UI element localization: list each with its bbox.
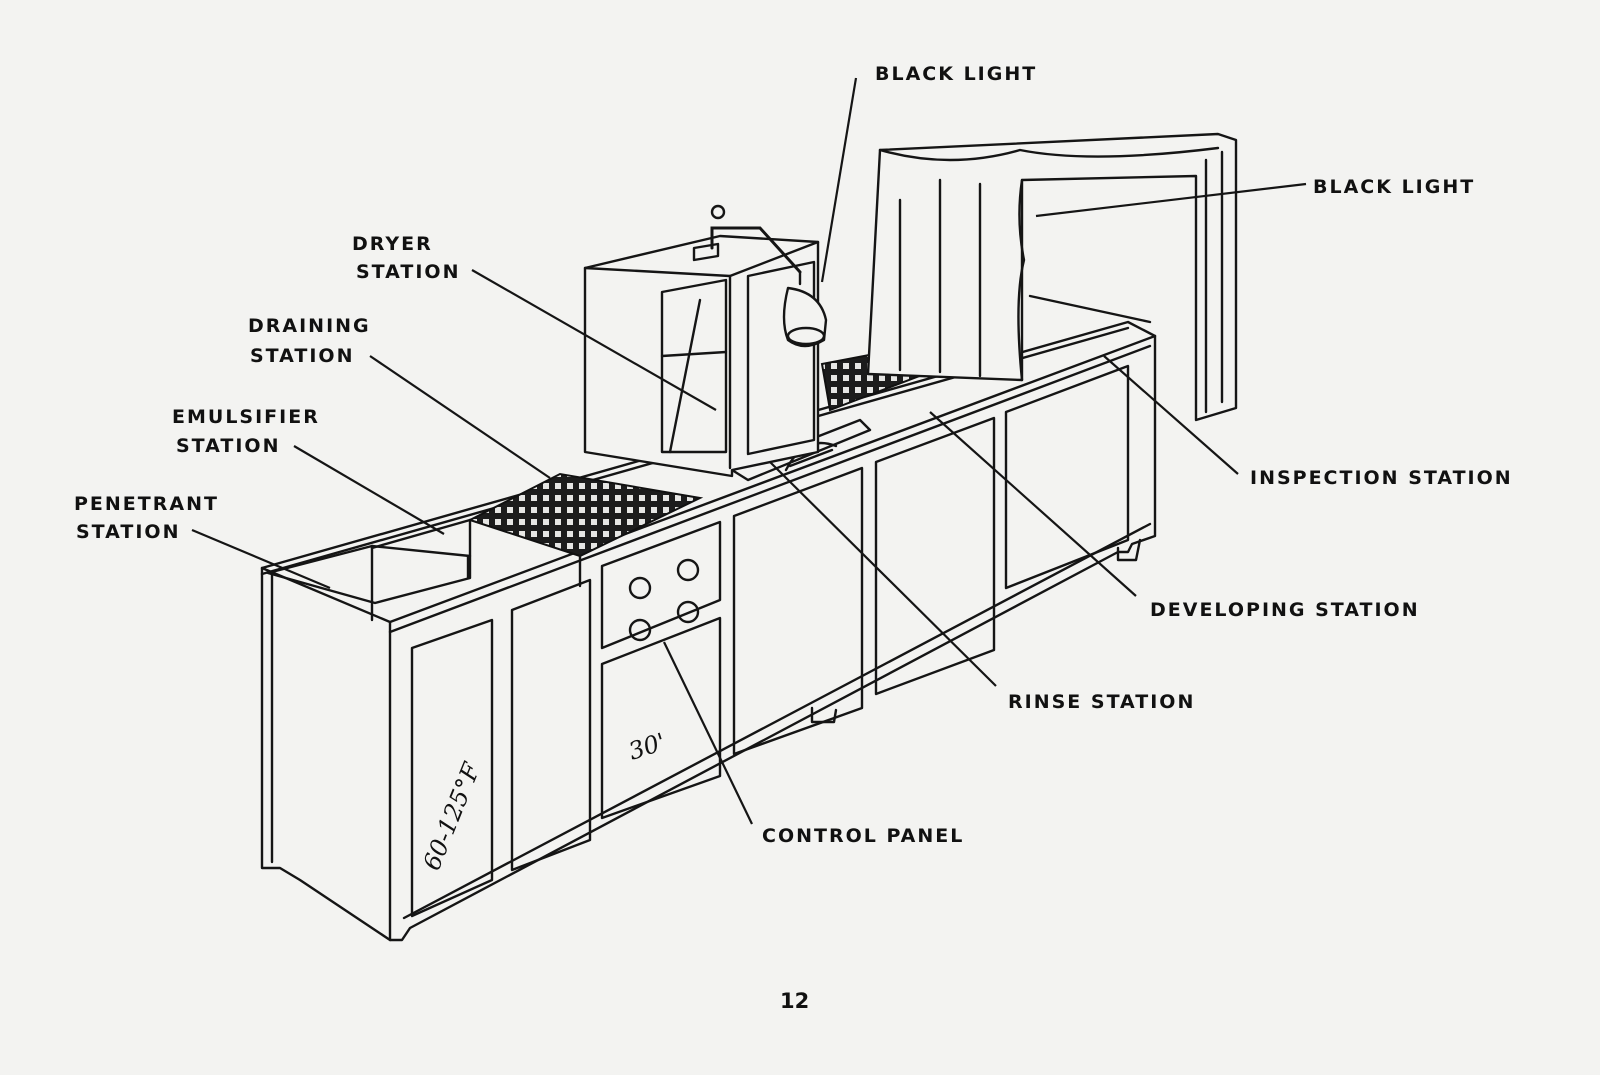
page-number: 12 xyxy=(780,989,809,1013)
label-black-light-right: BLACK LIGHT xyxy=(1313,176,1475,198)
cabinet-doors xyxy=(410,364,1130,918)
label-penetrant-station-line1: PENETRANT xyxy=(74,493,219,515)
label-draining-station-line2: STATION xyxy=(250,345,354,367)
inspection-booth xyxy=(866,132,1238,422)
label-emulsifier-station-line1: EMULSIFIER xyxy=(172,406,320,428)
label-rinse-station: RINSE STATION xyxy=(1008,691,1195,713)
leader-lines xyxy=(191,77,1307,825)
label-draining-station-line1: DRAINING xyxy=(248,315,371,337)
label-penetrant-station-line2: STATION xyxy=(76,521,180,543)
callout-labels: BLACK LIGHT BLACK LIGHT DRYER STATION DR… xyxy=(74,63,1513,847)
label-control-panel: CONTROL PANEL xyxy=(762,825,964,847)
label-developing-station: DEVELOPING STATION xyxy=(1150,599,1420,621)
handwritten-temperature: 60-125°F xyxy=(418,758,487,875)
handwritten-time: 30' xyxy=(625,728,669,766)
label-inspection-station: INSPECTION STATION xyxy=(1250,467,1513,489)
label-dryer-station-line2: STATION xyxy=(356,261,460,283)
label-emulsifier-station-line2: STATION xyxy=(176,435,280,457)
label-black-light-top: BLACK LIGHT xyxy=(875,63,1037,85)
dryer-cabinet xyxy=(583,204,828,478)
label-dryer-station-line1: DRYER xyxy=(352,233,433,255)
